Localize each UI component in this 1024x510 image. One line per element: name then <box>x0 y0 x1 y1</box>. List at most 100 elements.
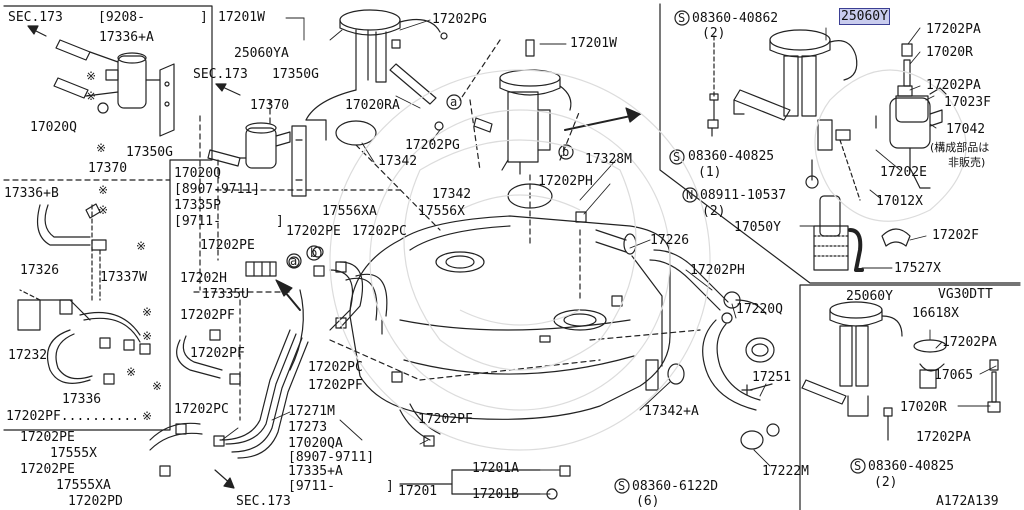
label-17335U[interactable]: 17335U <box>202 287 249 302</box>
label-sec173-bottom[interactable]: SEC.173 <box>236 494 291 509</box>
label-17202PD[interactable]: 17202PD <box>68 494 123 509</box>
pump-module-17201W <box>473 39 572 175</box>
label-17020Q-left[interactable]: 17020Q <box>30 120 77 135</box>
label-17201A[interactable]: 17201A <box>472 461 519 476</box>
label-jp-note-2: 非販売) <box>948 156 986 169</box>
label-17065[interactable]: 17065 <box>934 368 974 383</box>
label-17202PG-top[interactable]: 17202PG <box>432 12 487 27</box>
label-17201W-b[interactable]: 17201W <box>570 36 617 51</box>
label-17202H[interactable]: 17202H <box>180 271 227 286</box>
label-17202PG-b[interactable]: 17202PG <box>405 138 460 153</box>
label-17020RA[interactable]: 17020RA <box>345 98 400 113</box>
label-17336A[interactable]: 17336+A <box>99 30 154 45</box>
label-17271M[interactable]: 17271M <box>288 404 335 419</box>
label-17555X[interactable]: 17555X <box>50 446 97 461</box>
label-17202PE-c[interactable]: 17202PE <box>200 238 255 253</box>
label-17370-left[interactable]: 17370 <box>88 161 128 176</box>
label-25060Y-highlighted[interactable]: 25060Y <box>839 8 890 25</box>
label-17527X[interactable]: 17527X <box>894 261 941 276</box>
label-17202F[interactable]: 17202F <box>932 228 979 243</box>
label-17202PF-c[interactable]: 17202PF <box>308 378 363 393</box>
label-nut-tr-qty: (2) <box>702 204 726 219</box>
label-17202PF-a[interactable]: 17202PF <box>180 308 235 323</box>
label-17202PH-a[interactable]: 17202PH <box>538 174 593 189</box>
filler-neck-assembly <box>595 229 775 411</box>
label-17232[interactable]: 17232 <box>8 348 48 363</box>
label-17020R-a[interactable]: 17020R <box>926 45 973 60</box>
ref-circle-S-tr1 <box>674 10 690 26</box>
label-17201W-top[interactable]: 17201W <box>218 10 265 25</box>
ref-circle-S-bottom <box>614 478 630 494</box>
label-17273[interactable]: 17273 <box>288 420 328 435</box>
label-17202PE-a[interactable]: 17202PE <box>20 430 75 445</box>
label-17042[interactable]: 17042 <box>946 122 986 137</box>
label-17202PF-dots[interactable]: 17202PF.......... <box>6 409 140 424</box>
label-25060YA[interactable]: 25060YA <box>234 46 289 61</box>
label-17342A[interactable]: 17342+A <box>644 404 699 419</box>
asterisk-mark-8: ※ <box>142 329 153 343</box>
label-17350G[interactable]: 17350G <box>126 145 173 160</box>
label-17202PC-a[interactable]: 17202PC <box>352 224 407 239</box>
label-17023F[interactable]: 17023F <box>944 95 991 110</box>
label-17342-b[interactable]: 17342 <box>432 187 472 202</box>
label-bolt-bottom[interactable]: 08360-6122D <box>632 479 719 494</box>
asterisk-mark-2: ※ <box>86 89 97 103</box>
watermark-emblem <box>329 69 967 451</box>
label-17201B[interactable]: 17201B <box>472 487 519 502</box>
label-17202PC-b[interactable]: 17202PC <box>308 360 363 375</box>
label-17201[interactable]: 17201 <box>398 484 438 499</box>
label-17326[interactable]: 17326 <box>20 263 60 278</box>
label-17335P[interactable]: 17335P <box>174 198 221 213</box>
label-17202PH-b[interactable]: 17202PH <box>690 263 745 278</box>
label-bolt-br[interactable]: 08360-40825 <box>868 459 955 474</box>
label-17202PF-b[interactable]: 17202PF <box>190 346 245 361</box>
label-bolt-tr2-qty: (1) <box>698 165 722 180</box>
asterisk-mark-3: ※ <box>96 141 107 155</box>
label-17012X[interactable]: 17012X <box>876 194 923 209</box>
fuel-tank-17202 <box>349 215 671 420</box>
label-17226[interactable]: 17226 <box>650 233 690 248</box>
label-17337W[interactable]: 17337W <box>100 270 147 285</box>
label-17336B[interactable]: 17336+B <box>4 186 59 201</box>
label-17202PE-b[interactable]: 17202PE <box>20 462 75 477</box>
label-17335A[interactable]: 17335+A <box>288 464 343 479</box>
label-17202PF-d[interactable]: 17202PF <box>418 412 473 427</box>
label-bolt-tr1[interactable]: 08360-40862 <box>692 11 779 26</box>
ref-letter-a-mid: a <box>290 254 298 268</box>
label-17202PA-a[interactable]: 17202PA <box>926 22 981 37</box>
ref-circle-b-top <box>558 144 574 160</box>
label-16618X[interactable]: 16618X <box>912 306 959 321</box>
label-17020QA[interactable]: 17020QA <box>288 436 343 451</box>
label-17202PC-c[interactable]: 17202PC <box>174 402 229 417</box>
label-17251[interactable]: 17251 <box>752 370 792 385</box>
label-17556X[interactable]: 17556X <box>418 204 465 219</box>
label-17336[interactable]: 17336 <box>62 392 102 407</box>
hose-tube-assembly <box>149 211 623 477</box>
label-bracket-close-tl: ] <box>200 10 208 25</box>
label-25060Y-br[interactable]: 25060Y <box>846 289 893 304</box>
label-17202PA-b[interactable]: 17202PA <box>926 78 981 93</box>
label-17050Y[interactable]: 17050Y <box>734 220 781 235</box>
label-17220Q[interactable]: 17220Q <box>736 302 783 317</box>
label-sec173-tl[interactable]: SEC.173 <box>8 10 63 25</box>
label-sec173-mid[interactable]: SEC.173 <box>193 67 248 82</box>
label-17328M[interactable]: 17328M <box>585 152 632 167</box>
label-17342-a[interactable]: 17342 <box>378 154 418 169</box>
label-bolt-tr2[interactable]: 08360-40825 <box>688 149 775 164</box>
label-17350G-mid[interactable]: 17350G <box>272 67 319 82</box>
bottom-right-inset-frame <box>799 284 1021 510</box>
label-17020Q-mid[interactable]: 17020Q <box>174 166 221 181</box>
label-nut-tr[interactable]: 08911-10537 <box>700 188 787 203</box>
label-17202E[interactable]: 17202E <box>880 165 927 180</box>
label-17555XA[interactable]: 17555XA <box>56 478 111 493</box>
label-17020R-b[interactable]: 17020R <box>900 400 947 415</box>
label-bolt-tr1-qty: (2) <box>702 26 726 41</box>
label-17556XA[interactable]: 17556XA <box>322 204 377 219</box>
label-date-9208: [9208- <box>98 10 145 25</box>
label-17202PE-d[interactable]: 17202PE <box>286 224 341 239</box>
label-17370-mid[interactable]: 17370 <box>250 98 290 113</box>
label-17202PA-d[interactable]: 17202PA <box>916 430 971 445</box>
label-17222M[interactable]: 17222M <box>762 464 809 479</box>
label-date-9711-a: [9711- <box>174 214 221 229</box>
label-17202PA-c[interactable]: 17202PA <box>942 335 997 350</box>
